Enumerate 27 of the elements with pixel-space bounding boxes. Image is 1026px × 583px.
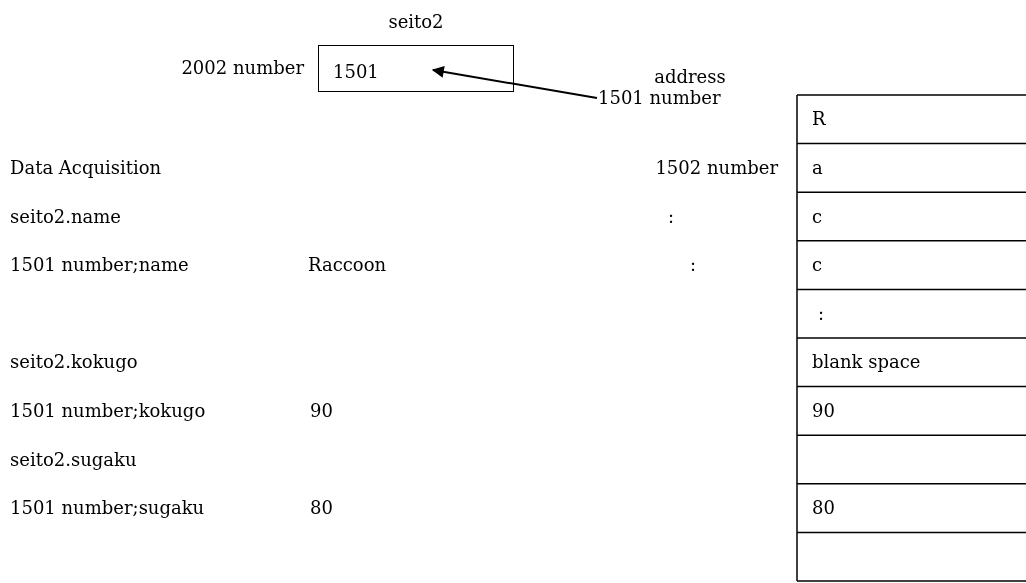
expression-text: 1501 number;kokugo <box>10 398 206 423</box>
expression-text: seito2.name <box>10 204 121 229</box>
expression-text: seito2.kokugo <box>10 350 138 375</box>
expression-text: 1501 number;sugaku <box>10 496 205 521</box>
table-cell-text: R <box>812 107 826 132</box>
ellipsis-mark: : <box>668 204 675 229</box>
value-text: 1501 <box>333 60 379 84</box>
expression-text: seito2.sugaku <box>10 447 137 472</box>
address-text: 1501 number <box>598 86 758 110</box>
table-cell-text: 80 <box>812 496 835 521</box>
expression-text: 1501 number;name <box>10 253 189 278</box>
value-text: Raccoon <box>308 253 387 278</box>
column-heading: address <box>654 65 726 89</box>
value-text: 90 <box>310 398 333 423</box>
table-cell-text: 90 <box>812 398 835 423</box>
variable-name: seito2 <box>387 10 445 34</box>
ellipsis-mark: : <box>690 253 697 278</box>
arrow <box>431 65 598 99</box>
section-heading: Data Acquisition <box>10 155 162 180</box>
value-text: 80 <box>310 496 333 521</box>
table-cell-text: c <box>812 204 823 229</box>
table-cell-text: : <box>818 301 825 326</box>
address-text: 1502 number <box>655 155 778 180</box>
table-cell-text: blank space <box>812 350 921 375</box>
address-text: 2002 number <box>181 56 304 80</box>
table-cell-text: a <box>812 155 823 180</box>
table-cell-text: c <box>812 253 823 278</box>
